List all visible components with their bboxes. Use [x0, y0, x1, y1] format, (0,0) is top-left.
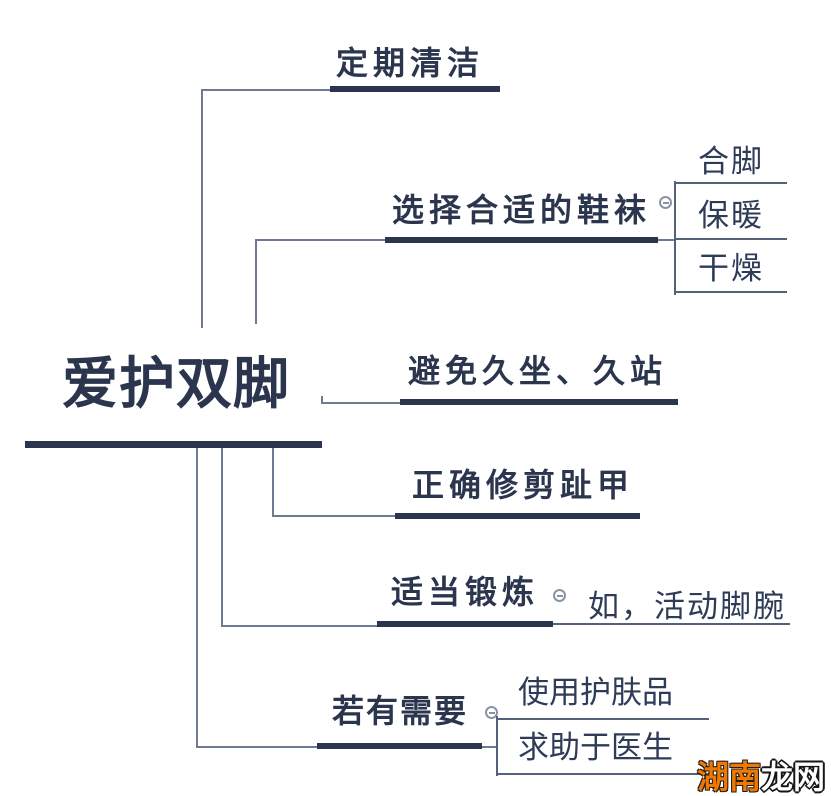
connector-root-to-branch6-horizontal [196, 746, 317, 748]
node-keep-warm-underline [675, 238, 787, 240]
node-move-ankles-underline [553, 623, 790, 625]
root-node-underline [25, 441, 322, 448]
node-use-skincare-underline [497, 718, 709, 720]
connector-root-to-branch4-horizontal [272, 515, 395, 517]
node-regular-cleaning-underline [330, 86, 500, 92]
node-if-needed[interactable]: 若有需要 [332, 693, 469, 729]
connector-root-to-branch3-stub [321, 396, 323, 404]
node-fit-feet[interactable]: 合脚 [698, 144, 764, 179]
node-see-doctor[interactable]: 求助于医生 [518, 730, 673, 765]
node-keep-warm[interactable]: 保暖 [698, 198, 764, 233]
node-choose-shoes-socks[interactable]: 选择合适的鞋袜 [392, 192, 652, 228]
watermark-text-outline: 龙网 [761, 759, 826, 795]
connector-root-to-branch1-horizontal [201, 89, 330, 91]
node-trim-toenails-underline [395, 513, 640, 519]
watermark-text-orange: 湖南 [697, 759, 762, 795]
node-proper-exercise[interactable]: 适当锻炼 [391, 574, 540, 610]
connector-root-to-branch2-horizontal [255, 239, 385, 241]
watermark-logo: 湖南龙网 [697, 752, 825, 796]
node-avoid-long-sitting-standing-underline [400, 399, 678, 405]
connector-root-to-branch4-vertical [272, 448, 274, 517]
node-regular-cleaning[interactable]: 定期清洁 [336, 45, 485, 81]
collapse-toggle-icon[interactable] [659, 196, 672, 209]
node-avoid-long-sitting-standing[interactable]: 避免久坐、久站 [408, 353, 668, 389]
node-use-skincare[interactable]: 使用护肤品 [518, 675, 673, 710]
collapse-toggle-icon[interactable] [485, 706, 498, 719]
connector-root-to-branch5-vertical [221, 448, 223, 627]
node-if-needed-underline [317, 743, 482, 749]
node-choose-shoes-socks-underline [385, 237, 658, 243]
node-keep-dry-underline [675, 291, 787, 293]
connector-branch2-to-children [658, 239, 676, 241]
node-proper-exercise-underline [377, 621, 553, 627]
connector-root-to-branch6-vertical [196, 448, 198, 747]
node-fit-feet-underline [675, 182, 787, 184]
connector-root-to-branch3-horizontal [321, 402, 400, 404]
connector-root-to-branch5-horizontal [221, 625, 377, 627]
connector-root-to-branch1-vertical [201, 89, 203, 328]
collapse-toggle-icon[interactable] [553, 589, 566, 602]
node-see-doctor-underline [497, 773, 709, 775]
connector-root-to-branch2-vertical [255, 240, 257, 324]
connector-branch6-to-children [482, 746, 497, 748]
root-node-label[interactable]: 爱护双脚 [62, 352, 290, 415]
node-move-ankles[interactable]: 如，活动脚腕 [588, 589, 786, 624]
node-trim-toenails[interactable]: 正确修剪趾甲 [412, 467, 635, 503]
connector-branch6-children-vertical [496, 716, 498, 776]
node-keep-dry[interactable]: 干燥 [698, 251, 764, 286]
